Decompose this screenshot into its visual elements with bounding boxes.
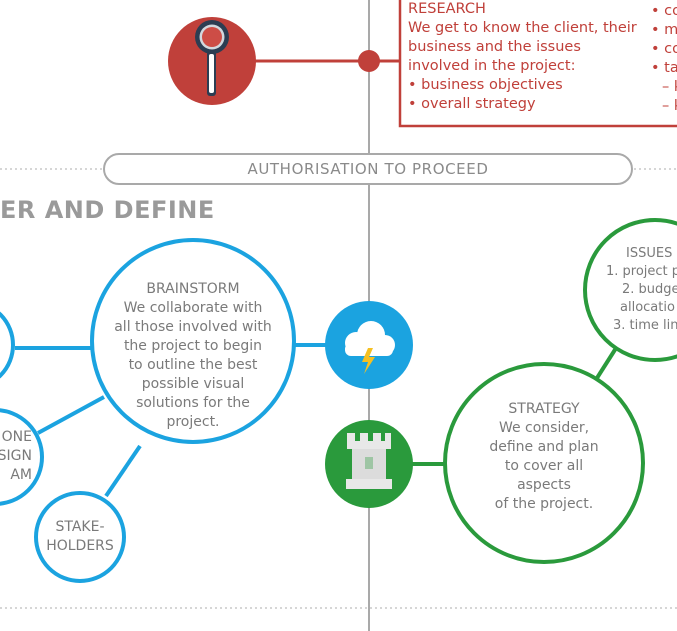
issues-line-3: allocatio	[620, 300, 675, 315]
brainstorm-line-4: to outline the best	[128, 357, 258, 373]
stakeholders-circle	[34, 491, 126, 583]
strategy-line-1: We consider,	[498, 420, 590, 436]
blue-link-design	[37, 395, 105, 435]
strategy-heading: STRATEGY	[508, 401, 580, 417]
research-right-fragment-3: • co	[651, 41, 677, 57]
brainstorm-line-1: We collaborate with	[123, 300, 263, 316]
design-team-circle	[0, 408, 44, 506]
brainstorm-heading: BRAINSTORM	[146, 281, 240, 297]
strategy-circle	[443, 362, 645, 564]
strategy-line-2: define and plan	[489, 439, 599, 455]
brainstorm-line-6: solutions for the	[136, 395, 250, 411]
design-team-line-3: AM	[10, 467, 32, 483]
research-line-3: involved in the project:	[408, 58, 576, 74]
brainstorm-line-7: project.	[166, 414, 220, 430]
strategy-line-5: of the project.	[494, 496, 594, 512]
research-right-fragment-2: • m	[651, 22, 677, 38]
blue-link-stakeholders	[104, 444, 142, 498]
design-team-line-2: SIGN	[0, 448, 32, 464]
cloud-lightning-icon	[345, 321, 395, 374]
stakeholders-text: STAKE- HOLDERS	[36, 518, 124, 556]
strategy-line-4: aspects	[517, 477, 571, 493]
brainstorm-circle	[90, 238, 296, 444]
research-connector-dot	[358, 50, 380, 72]
research-bullet-1: • business objectives	[408, 77, 563, 93]
issues-line-2: 2. budge	[622, 282, 677, 297]
research-heading: RESEARCH	[408, 1, 486, 17]
design-team-text: ONE SIGN AM	[0, 428, 32, 485]
brainstorm-text: BRAINSTORM We collaborate with all those…	[103, 280, 283, 432]
magnifier-icon	[195, 20, 229, 96]
research-bullet-2: • overall strategy	[408, 96, 536, 112]
castle-tower-icon	[346, 433, 392, 489]
section-title: ER AND DEFINE	[0, 196, 215, 224]
brainstorm-line-2: all those involved with	[114, 319, 272, 335]
left-partial-circle	[0, 311, 15, 379]
issues-line-1: 1. project p	[606, 264, 677, 279]
research-right-fragment-4: • ta	[651, 60, 677, 76]
research-line-2: business and the issues	[408, 39, 581, 55]
issues-line-4: 3. time lin	[613, 318, 677, 333]
issues-text: ISSUES 1. project p 2. budge allocatio 3…	[600, 245, 677, 335]
design-team-line-1: ONE	[1, 429, 32, 445]
research-right-fragment-1: • co	[651, 3, 677, 19]
research-box-border	[398, 0, 677, 128]
brainstorm-line-3: the project to begin	[123, 338, 263, 354]
stakeholders-line-2: HOLDERS	[46, 538, 114, 554]
research-right-fragment-5: – k	[662, 79, 677, 95]
strategy-line-3: to cover all	[504, 458, 584, 474]
strategy-text: STRATEGY We consider, define and plan to…	[464, 400, 624, 514]
authorisation-banner: AUTHORISATION TO PROCEED	[103, 153, 633, 185]
brainstorm-line-5: possible visual	[141, 376, 245, 392]
stakeholders-line-1: STAKE-	[55, 519, 105, 535]
research-right-fragment-6: – k	[662, 98, 677, 114]
research-line-1: We get to know the client, their	[408, 20, 637, 36]
issues-heading: ISSUES	[626, 246, 673, 261]
green-link-issues	[595, 343, 620, 380]
issues-circle	[583, 218, 677, 362]
